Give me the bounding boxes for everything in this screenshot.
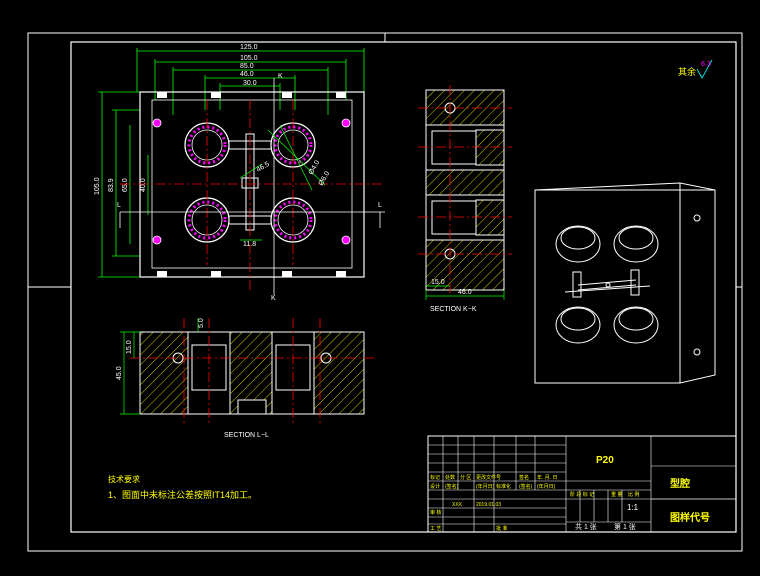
section-k-k: 15.0 46.0 SECTION K−K bbox=[418, 85, 512, 313]
isometric-view bbox=[534, 182, 716, 384]
section-ll-label: SECTION L−L bbox=[224, 432, 269, 439]
row-process: 工 艺 bbox=[430, 526, 441, 532]
row-standard-sign: (签名) bbox=[519, 483, 533, 490]
row-design: 设计 bbox=[430, 483, 440, 490]
weight-header: 重 量 bbox=[611, 491, 622, 498]
cut-mark-k-top: K bbox=[278, 73, 283, 80]
roughness-symbol: 其余 6.3 bbox=[678, 59, 713, 79]
roughness-value: 6.3 bbox=[701, 61, 711, 68]
row-standard-date: (年月日) bbox=[537, 483, 556, 490]
row-review: 审 核 bbox=[430, 509, 441, 516]
dim-46-5: 46.5 bbox=[256, 161, 271, 174]
hdr-mark: 标记 bbox=[430, 474, 440, 481]
kk-dim-15: 15.0 bbox=[431, 279, 445, 286]
dim-125: 125.0 bbox=[240, 44, 258, 51]
notes-line-1: 1、图面中未标注公差按照IT14加工。 bbox=[108, 489, 257, 500]
part-name: 型腔 bbox=[670, 477, 690, 490]
ll-dim-15: 15.0 bbox=[126, 340, 133, 354]
row-approve: 批 准 bbox=[496, 525, 507, 532]
dim-46: 46.0 bbox=[240, 71, 254, 78]
sheet-number: 第 1 张 bbox=[614, 522, 636, 531]
hdr-sign: 签名 bbox=[519, 474, 529, 481]
plan-view: 125.0 105.0 85.0 46.0 30.0 105.0 83.9 65… bbox=[94, 44, 385, 302]
ll-dim-5: 5.0 bbox=[198, 318, 205, 328]
scale-header: 比 例 bbox=[628, 491, 639, 498]
dim-65: 65.0 bbox=[122, 178, 129, 192]
ll-dim-45: 45.0 bbox=[116, 366, 123, 380]
notes-title: 技术要求 bbox=[108, 474, 140, 484]
cut-mark-l-left: L bbox=[117, 202, 121, 209]
dim-dia-6: Ø6.0 bbox=[318, 170, 332, 187]
dim-40: 40.0 bbox=[140, 178, 147, 192]
dim-105: 105.0 bbox=[240, 55, 258, 62]
stage-header: 阶 段 标 记 bbox=[570, 491, 594, 498]
dim-11-8: 11.8 bbox=[243, 241, 256, 248]
dim-85: 85.0 bbox=[240, 63, 254, 70]
designer: XXX bbox=[452, 502, 463, 508]
hdr-change-doc: 更改文件号 bbox=[476, 474, 501, 481]
cut-mark-l-right: L bbox=[378, 202, 382, 209]
hdr-date: 年. 月. 日 bbox=[537, 474, 558, 481]
dim-105-v: 105.0 bbox=[94, 177, 101, 195]
row-standard: 标准化 bbox=[496, 483, 511, 490]
design-date: 2019.01.03 bbox=[476, 502, 501, 508]
cut-mark-k-bottom: K bbox=[271, 295, 276, 302]
dim-30: 30.0 bbox=[243, 80, 257, 87]
drawing-code: 图样代号 bbox=[670, 511, 710, 524]
hdr-count: 处数 bbox=[445, 474, 455, 481]
title-block: P20 型腔 图样代号 1:1 共 1 张 第 1 张 阶 段 标 记 重 量 … bbox=[427, 435, 737, 533]
sheets-total: 共 1 张 bbox=[575, 522, 597, 531]
material: P20 bbox=[596, 455, 614, 466]
hdr-zone: 分 区 bbox=[460, 474, 471, 481]
section-kk-label: SECTION K−K bbox=[430, 306, 477, 313]
scale: 1:1 bbox=[627, 503, 639, 512]
outer-frame bbox=[27, 32, 743, 552]
row-design-sign: (签名) bbox=[445, 483, 459, 490]
section-l-l: 15.0 45.0 5.0 SECTION L−L bbox=[116, 318, 374, 439]
dim-83-9: 83.9 bbox=[108, 178, 115, 192]
technical-notes: 技术要求 1、图面中未标注公差按照IT14加工。 bbox=[108, 474, 257, 500]
row-design-date: (年月日) bbox=[476, 483, 495, 490]
dim-dia-4: Ø4.0 bbox=[308, 159, 322, 176]
roughness-label: 其余 bbox=[678, 66, 696, 77]
kk-dim-46: 46.0 bbox=[458, 289, 472, 296]
